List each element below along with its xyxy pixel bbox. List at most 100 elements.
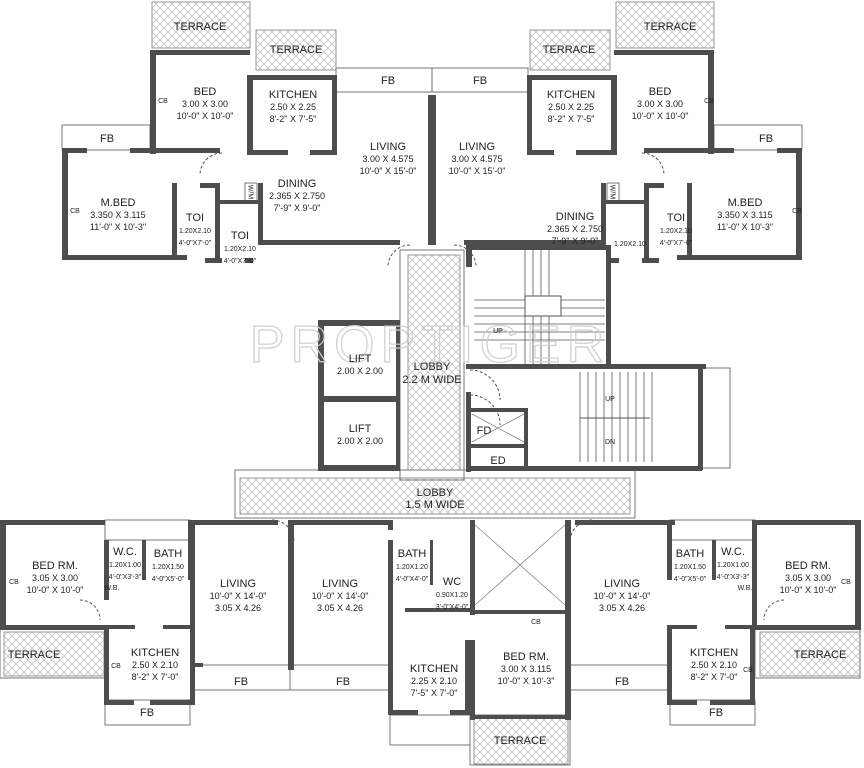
lobby-label: LOBBY [414,361,451,373]
wall [62,150,68,260]
lift-label: LIFT [349,353,372,365]
wall [644,183,649,263]
kitchen-label: KITCHEN [269,89,317,101]
lobby-label: 1.5 M WIDE [405,499,464,511]
wall [142,540,146,580]
bed-room-label: 3.00 X 3.115 [501,664,551,674]
kitchen-label: 7'-5" X 7'-0" [411,688,458,698]
wall [611,258,619,263]
living-label: 10'-0" X 14'-0" [312,591,369,601]
living-label: 10'-0" X 14'-0" [594,591,651,601]
terrace-label: TERRACE [8,649,61,661]
fb-label: FB [336,676,350,688]
wall [388,520,393,530]
wall [644,148,734,153]
terrace-label: TERRACE [794,649,847,661]
lobby-horizontal-hatch [239,477,631,515]
wall [649,258,659,263]
outline [699,367,731,469]
electric-duct-label: ED [490,455,505,467]
living-label: 3.05 X 4.26 [317,603,363,613]
washing-machine-label: W/M [247,185,254,200]
wc-label: 3'-0"X4'-0" [436,604,469,611]
living-label: 3.05 X 4.26 [599,603,645,613]
master-bed-label: 11'-0" X 10'-3" [90,222,146,232]
wc-label: W.C. [721,546,745,558]
cb-label: CB [743,667,753,674]
wall [565,520,571,720]
wall [294,520,390,525]
bed-label: 10'-0" X 10'-0" [177,111,234,121]
wall [466,392,471,472]
wall [777,148,802,153]
door-swing [641,152,665,176]
kitchen-label: 8'-2" X 7'-0" [132,672,179,682]
wall [188,520,278,525]
wall [104,625,109,705]
wall [62,255,187,260]
living-label: LIVING [604,578,640,590]
bed-label: BED [649,86,672,98]
living-label: 10'-0" X 15'-0" [360,166,417,176]
lift-label: 2.00 X 2.00 [337,366,383,376]
wall [576,150,611,155]
wall [250,75,336,80]
living-label: LIVING [322,578,358,590]
cb-label: CB [704,98,714,105]
wall [0,625,105,630]
bed-room-label: BED RM. [503,651,549,663]
wall [470,640,475,720]
wall [215,258,222,263]
dining-label: 7'-9" X 9'-0" [274,203,321,213]
wall [466,245,472,267]
wall [679,255,689,260]
wall [396,320,400,470]
wall [855,520,861,630]
terrace-hatch [151,1,251,49]
wall [388,540,393,640]
wall [527,150,554,155]
hatched-areas [3,1,861,765]
wall [642,258,649,263]
door-swings [79,152,785,621]
bed-label: BED [194,86,217,98]
wall [575,520,675,525]
wall [318,320,400,326]
wall [750,625,755,705]
outline [104,519,191,541]
kitchen-label: 8'-2" X 7'-5" [270,114,317,124]
wall [104,700,134,705]
master-bed-label: M.BED [728,197,763,209]
wc-label: 1.20X1.00 [717,562,749,569]
bed-room-label: 10'-0" X 10'-3" [498,676,555,686]
wall [430,540,433,585]
terrace-label: TERRACE [543,44,596,56]
wall [611,75,617,155]
toilet-label: 4'-0"X7'-0" [660,240,693,247]
toilet-label: TOI [186,212,204,224]
wall [667,520,672,580]
wall [796,150,802,260]
kitchen-label: KITCHEN [547,89,595,101]
wall [708,50,714,154]
wall [698,364,703,470]
toilet-label: 1.20X2.10 [179,228,211,235]
wall [405,608,470,612]
door-swing [79,599,101,621]
door-swing [271,519,295,543]
kitchen-label: 2.50 X 2.10 [132,660,178,670]
wall [332,75,337,155]
toilet-label: 1.20X2.10 [614,241,646,248]
door-swing [387,244,411,268]
terrace-hatch [255,29,337,71]
wall [466,364,706,369]
wall [465,640,470,715]
fb-label: FB [759,133,773,145]
wall [172,183,177,260]
toilet-label: 4'-0"X7'-0" [224,258,257,265]
terrace-label: TERRACE [494,735,547,747]
kitchen-label: 8'-2" X 7'-5" [548,114,595,124]
wall [667,625,697,629]
wall [725,625,755,629]
